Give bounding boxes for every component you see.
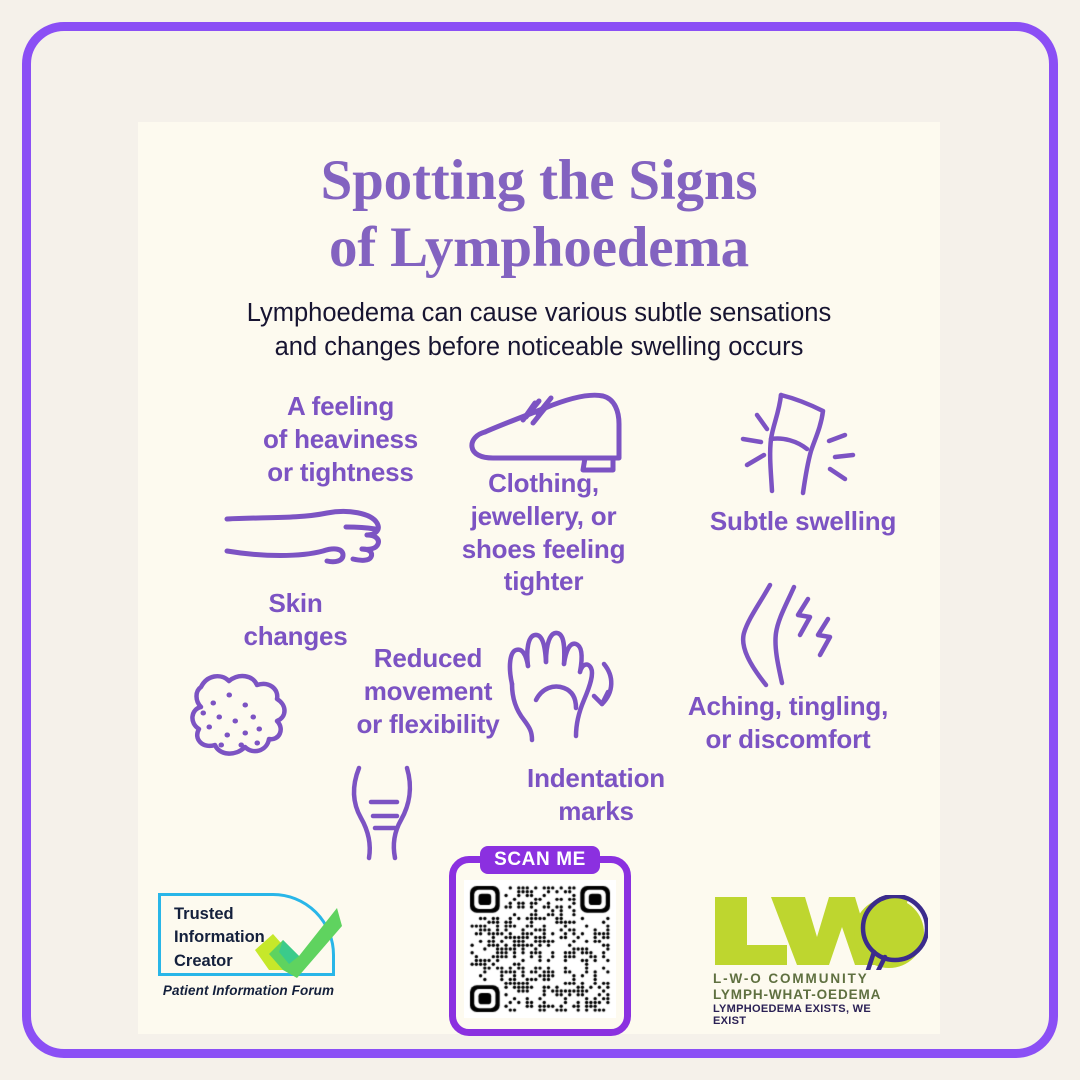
page-subtitle: Lymphoedema can cause various subtle sen… [168,297,910,365]
hand-press-icon [496,622,626,752]
label-line: jewellery, or [470,500,617,531]
label-line: or flexibility [356,708,500,739]
pif-text-block: Trusted Information Creator [174,903,265,973]
symptom-label-heaviness: A feeling of heaviness or tightness [218,390,463,488]
lwo-community-logo: L-W-O COMMUNITY LYMPH-WHAT-OEDEMA LYMPHO… [713,893,930,1027]
label-line: shoes feeling [461,533,626,564]
label-line: of heaviness [262,423,419,454]
qr-code-icon[interactable] [464,880,616,1018]
lwo-tagline-3: LYMPHOEDEMA EXISTS, WE EXIST [713,1003,871,1027]
scan-me-badge: SCAN ME [480,846,600,874]
pif-line-3: Creator [174,951,233,970]
pif-caption: Patient Information Forum [162,983,335,998]
pif-line-2: Information [174,928,265,947]
pif-line-1: Trusted [174,905,234,923]
label-line: Clothing, [488,468,599,498]
lwo-wordmark [715,893,930,992]
lwo-tagline-2: LYMPH-WHAT-OEDEMA [713,987,882,1002]
label-line: marks [558,795,634,826]
subtitle-line-2: and changes before noticeable swelling o… [274,332,804,361]
label-line: movement [363,675,493,706]
title-line-1: Spotting the Signs [320,149,758,212]
symptom-label-clothing: Clothing, jewellery, or shoes feeling ti… [421,467,666,598]
label-line: Skin [268,588,323,618]
trusted-information-creator-logo: Trusted Information Creator Patient Info… [158,893,343,1011]
label-line: Aching, tingling, [687,691,889,721]
label-line: Subtle swelling [709,506,897,536]
lwo-tagline-1: L-W-O COMMUNITY [713,971,869,986]
symptom-label-aching: Aching, tingling, or discomfort [643,690,933,756]
label-line: or tightness [267,456,414,487]
label-line: A feeling [286,391,395,421]
label-line: changes [243,620,348,651]
label-line: tighter [503,566,584,597]
swollen-limb-icon [735,387,870,507]
label-line: or discomfort [705,723,871,754]
symptom-label-indentation: Indentation marks [476,762,716,828]
symptom-label-reduced-movement: Reduced movement or flexibility [313,642,543,740]
joint-pain-icon [716,577,856,697]
shoe-icon [463,390,638,475]
label-line: Indentation [527,763,665,793]
green-check-icon [253,906,343,989]
symptom-label-skin-changes: Skin changes [178,587,413,653]
qr-code-block[interactable]: SCAN ME [449,846,631,1036]
page-title: Spotting the Signs of Lymphoedema [138,147,940,282]
label-line: Reduced [373,643,483,673]
restricted-limb-icon [343,762,423,862]
arm-fist-icon [223,507,393,567]
symptom-label-subtle-swelling: Subtle swelling [668,505,938,538]
title-line-2: of Lymphoedema [329,216,749,280]
skin-texture-icon [185,665,295,765]
subtitle-line-1: Lymphoedema can cause various subtle sen… [246,299,832,327]
